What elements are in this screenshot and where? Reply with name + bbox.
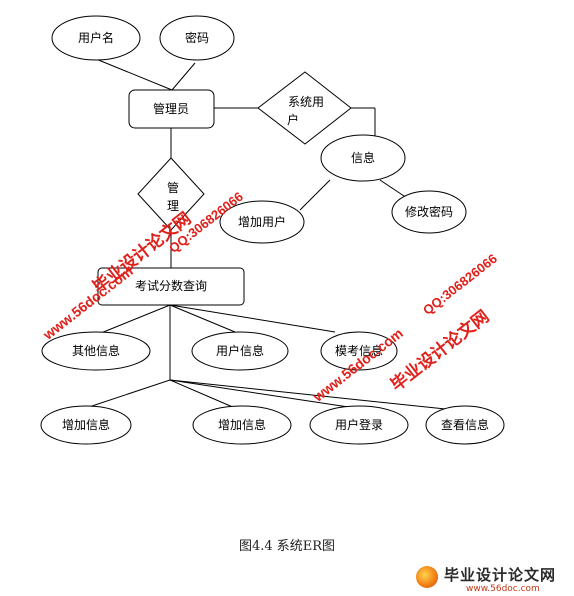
- entity-attr-add-info-1: [40, 405, 132, 445]
- entity-attr-view-info: [425, 405, 505, 445]
- label-manage-line1: 管: [167, 180, 179, 195]
- entity-attr-info: [320, 134, 406, 182]
- label-admin: 管理员: [153, 101, 189, 116]
- figure-caption: 图4.4 系统ER图: [238, 539, 336, 554]
- label-add-info-2: 增加信息: [218, 417, 266, 432]
- entity-attr-add-info-2: [192, 405, 292, 445]
- entity-attr-user-login: [309, 405, 409, 445]
- entity-attr-username: [51, 15, 141, 61]
- label-other-info: 其他信息: [72, 343, 120, 358]
- entity-attr-other-info: [41, 331, 151, 371]
- label-manage-line2: 理: [167, 199, 179, 213]
- label-score-query: 考试分数查询: [135, 278, 207, 293]
- connector-lines: [85, 58, 456, 411]
- site-logo: 毕业设计论文网 www.56doc.com: [414, 562, 572, 596]
- logo-title: 毕业设计论文网: [444, 566, 557, 584]
- label-partial-info: 模考信息: [335, 343, 383, 358]
- label-info: 信息: [351, 150, 375, 165]
- entity-admin: [128, 89, 215, 129]
- entity-attr-partial-info: [320, 331, 398, 371]
- entity-score-query: [97, 267, 245, 306]
- label-user-login: 用户登录: [335, 417, 383, 432]
- label-view-info: 查看信息: [441, 417, 489, 432]
- label-system-user-line1: 系统用: [288, 95, 324, 109]
- entity-attr-add-user: [219, 200, 305, 244]
- label-add-user: 增加用户: [238, 214, 286, 229]
- label-password: 密码: [185, 30, 209, 45]
- entity-attr-user-info: [191, 331, 289, 371]
- entity-attr-password: [159, 15, 235, 61]
- label-system-user-line2: 户: [287, 112, 299, 127]
- label-change-password: 修改密码: [405, 204, 453, 219]
- label-user-info: 用户信息: [216, 343, 264, 358]
- label-username: 用户名: [78, 30, 114, 45]
- entity-attr-change-password: [391, 190, 467, 234]
- relation-manage: [137, 157, 205, 231]
- logo-url: www.56doc.com: [466, 584, 540, 594]
- relation-system-user: [257, 71, 352, 145]
- logo-mark-icon: [416, 566, 438, 588]
- label-add-info-1: 增加信息: [62, 417, 110, 432]
